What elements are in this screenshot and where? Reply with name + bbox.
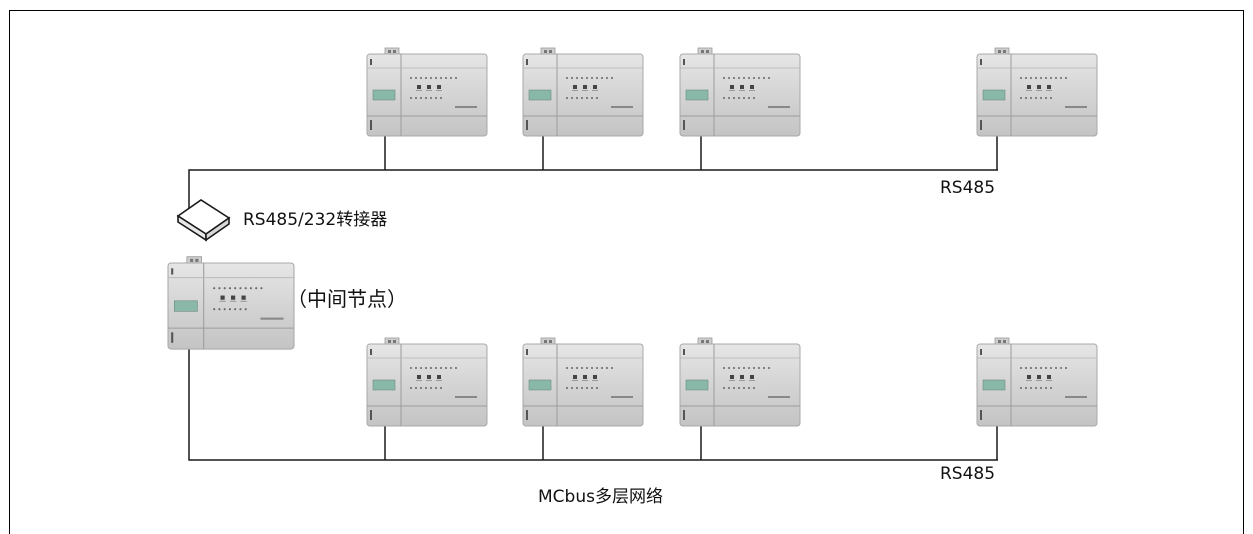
plc-module-icon — [679, 337, 801, 427]
intermediate-node-plc-icon — [167, 256, 295, 350]
plc-module-icon — [976, 47, 1098, 137]
plc-module-icon — [366, 337, 488, 427]
top-bus-label: RS485 — [940, 178, 996, 198]
bottom-bus-label: RS485 — [940, 464, 996, 484]
plc-module-icon — [679, 47, 801, 137]
bottom-bus-line — [188, 340, 998, 461]
top-bus-line — [188, 169, 998, 221]
plc-module-icon — [522, 337, 644, 427]
frame-left — [9, 10, 10, 534]
network-caption: MCbus多层网络 — [538, 487, 663, 507]
frame-right — [1243, 10, 1244, 534]
plc-module-icon — [976, 337, 1098, 427]
plc-module-icon — [366, 47, 488, 137]
bus-lines — [188, 136, 998, 461]
frame-top — [9, 10, 1244, 11]
intermediate-node-label: （中间节点） — [287, 287, 407, 311]
plc-module-icon — [522, 47, 644, 137]
converter-box-icon — [176, 199, 231, 242]
converter-label: RS485/232转接器 — [243, 210, 388, 230]
